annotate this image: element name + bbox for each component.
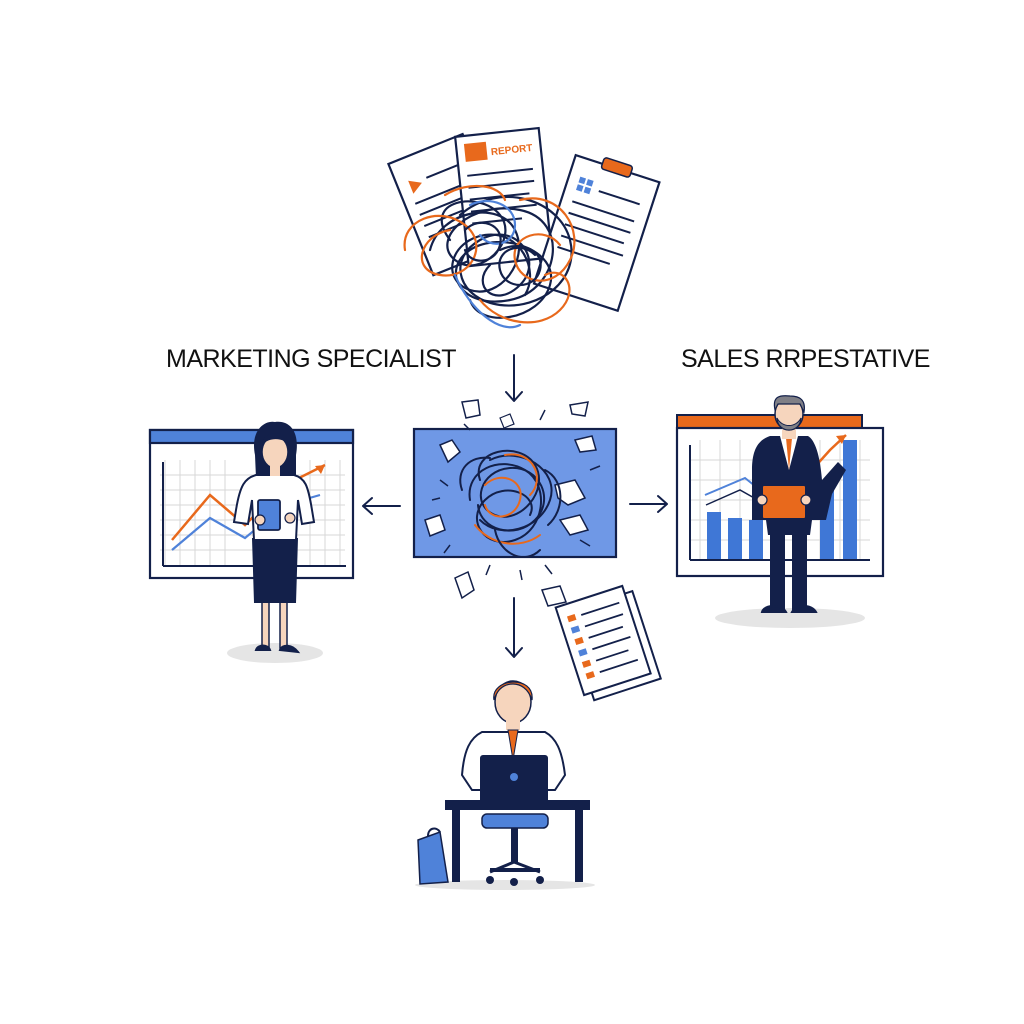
- sales-representative-label: SALES RRPESTATIVE: [681, 345, 930, 373]
- sales-representative-figure: [675, 395, 885, 628]
- arrow-right-icon: [629, 495, 668, 513]
- arrow-down-icon: [505, 597, 523, 658]
- marketing-specialist-figure: [148, 421, 355, 663]
- marketing-specialist-label: MARKETING SPECIALIST: [166, 345, 457, 373]
- tangle-scribble: [403, 184, 576, 329]
- report-stamp: REPORT: [490, 143, 533, 158]
- arrow-left-icon: [362, 497, 401, 515]
- document-clipboard: [532, 153, 661, 313]
- scattered-report-icon: [554, 584, 663, 702]
- arrow-down-icon: [505, 354, 523, 402]
- shattered-panel-icon: [412, 399, 618, 607]
- desk-worker-figure: [415, 680, 595, 890]
- tangled-documents-icon: REPORT: [386, 126, 661, 329]
